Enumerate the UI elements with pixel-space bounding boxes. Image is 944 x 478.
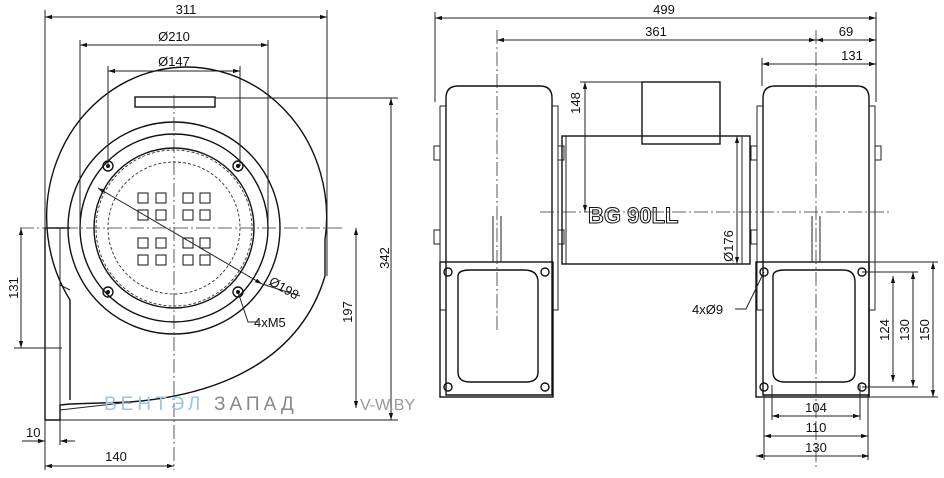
- right-housing: [762, 85, 870, 396]
- base-flange: [44, 227, 71, 421]
- dim-499-label: 499: [653, 2, 675, 17]
- bolt-holes: [102, 160, 244, 298]
- dim-d147-label: Ø147: [158, 54, 190, 69]
- terminal-box: [641, 81, 721, 145]
- outlet-flange: [134, 96, 216, 108]
- motor-body: [561, 135, 751, 265]
- model-label: BG 90LL: [588, 203, 678, 228]
- watermark: ВЕНТЭЛ ЗАПАД V-W.BY: [104, 394, 415, 415]
- dim-d176-label: Ø176: [721, 230, 736, 262]
- dim-d210-label: Ø210: [158, 29, 190, 44]
- dim-130-v-label: 130: [897, 319, 912, 341]
- dim-69-label: 69: [839, 24, 853, 39]
- dim-130-h-label: 130: [805, 440, 827, 455]
- dim-110-label: 110: [806, 420, 827, 435]
- dim-holes-label: 4xØ9: [692, 302, 723, 317]
- dim-150-label: 150: [917, 319, 932, 341]
- dim-104-label: 104: [805, 400, 827, 415]
- dim-d198-label: Ø198: [267, 274, 302, 303]
- side-view: BG 90LL 499 361 69 131 148 Ø176 4xØ9: [433, 2, 938, 470]
- watermark-site: V-W.BY: [360, 397, 415, 414]
- dim-bolts-label: 4xM5: [254, 315, 286, 330]
- volute-housing: [45, 66, 328, 405]
- watermark-brand-part1: ВЕНТЭЛ: [104, 394, 204, 415]
- dim-342-label: 342: [377, 247, 392, 269]
- dim-131-label: 131: [6, 277, 21, 299]
- watermark-brand-part2: ЗАПАД: [214, 394, 298, 415]
- dim-361-label: 361: [645, 24, 667, 39]
- dim-311-label: 311: [176, 2, 197, 17]
- dim-124-label: 124: [877, 319, 892, 341]
- left-housing: [445, 85, 553, 396]
- dim-197-label: 197: [340, 301, 355, 323]
- dim-140-label: 140: [105, 449, 127, 464]
- front-view: Ø198 4xM5 311 Ø210 Ø147 342 197 131: [6, 2, 398, 470]
- dim-131-side-label: 131: [841, 48, 863, 63]
- left-outlet-flange: [439, 261, 554, 398]
- dim-148-label: 148: [568, 92, 583, 114]
- dim-10-label: 10: [26, 425, 40, 440]
